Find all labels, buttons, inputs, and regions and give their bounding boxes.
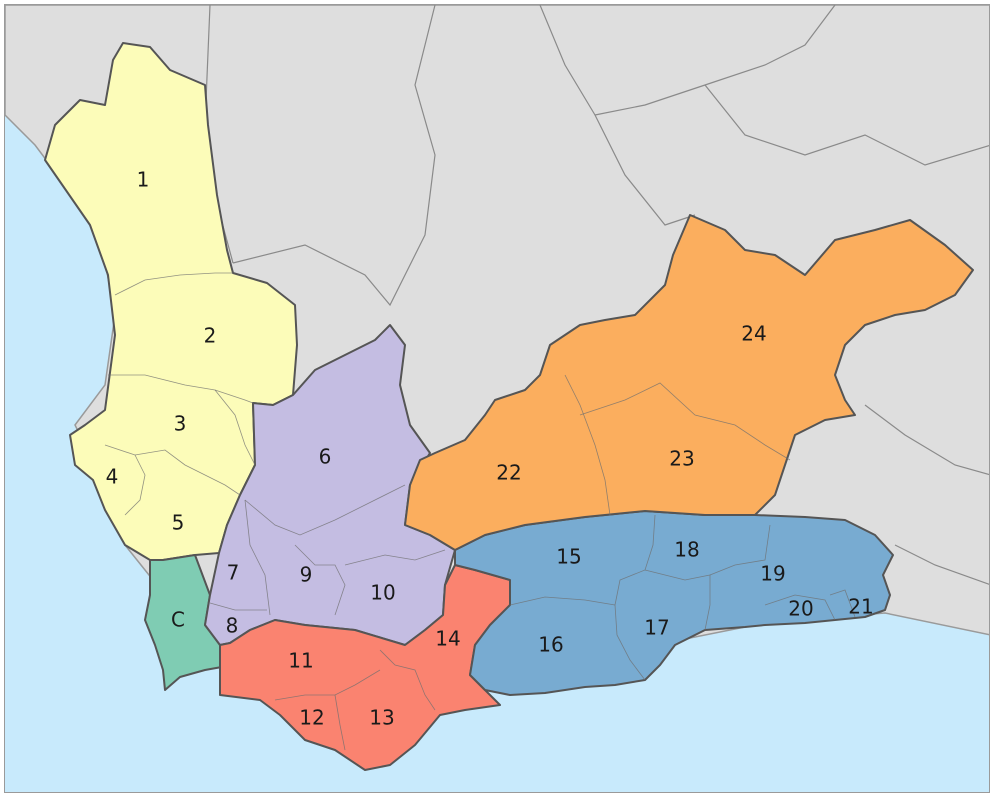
label-3: 3 xyxy=(174,412,187,436)
border-6-9 xyxy=(244,484,406,536)
label-14: 14 xyxy=(435,627,460,651)
border-20-21 xyxy=(829,589,856,618)
label-5: 5 xyxy=(172,511,185,535)
label-22: 22 xyxy=(496,461,521,485)
neighbor-border-7 xyxy=(894,544,989,585)
border-23-24 xyxy=(579,382,791,461)
label-10: 10 xyxy=(370,581,395,605)
label-17: 17 xyxy=(644,616,669,640)
border-9-10 xyxy=(294,544,346,616)
central-karoo-district xyxy=(404,214,974,551)
label-7: 7 xyxy=(227,561,240,585)
neighbor-border-2 xyxy=(232,5,436,307)
label-18: 18 xyxy=(674,538,699,562)
neighbor-border-3 xyxy=(539,5,696,226)
border-18-19 xyxy=(709,524,771,576)
border-16-17 xyxy=(614,604,646,681)
label-16: 16 xyxy=(538,633,563,657)
border-1-2 xyxy=(114,272,233,296)
label-23: 23 xyxy=(669,447,694,471)
label-19: 19 xyxy=(760,562,785,586)
label-15: 15 xyxy=(556,545,581,569)
label-2: 2 xyxy=(204,324,217,348)
border-2-3b xyxy=(214,389,256,466)
label-cape-town: C xyxy=(171,608,185,632)
label-1: 1 xyxy=(137,168,150,192)
label-13: 13 xyxy=(369,706,394,730)
map-frame: 1 2 3 4 5 6 7 8 9 10 11 12 13 14 15 16 1… xyxy=(4,4,990,793)
neighbor-border-5 xyxy=(704,84,989,166)
neighbor-border-6 xyxy=(864,404,989,476)
municipality-map: 1 2 3 4 5 6 7 8 9 10 11 12 13 14 15 16 1… xyxy=(5,5,989,792)
label-8: 8 xyxy=(226,614,239,638)
border-4-5 xyxy=(124,454,146,516)
border-7-8 xyxy=(209,602,267,611)
label-20: 20 xyxy=(788,597,813,621)
border-7-9 xyxy=(244,499,271,616)
border-22-23 xyxy=(564,374,611,516)
label-21: 21 xyxy=(848,595,873,619)
label-12: 12 xyxy=(299,706,324,730)
label-6: 6 xyxy=(319,445,332,469)
border-9-10b xyxy=(344,549,446,566)
border-19-20 xyxy=(764,594,836,621)
neighbor-border-4 xyxy=(594,5,836,116)
border-11-14 xyxy=(379,649,436,711)
label-11: 11 xyxy=(288,649,313,673)
border-15-16 xyxy=(509,596,616,606)
label-4: 4 xyxy=(106,465,119,489)
label-9: 9 xyxy=(300,563,313,587)
label-24: 24 xyxy=(741,322,766,346)
border-2-3 xyxy=(108,374,254,404)
border-12-13 xyxy=(334,694,346,751)
